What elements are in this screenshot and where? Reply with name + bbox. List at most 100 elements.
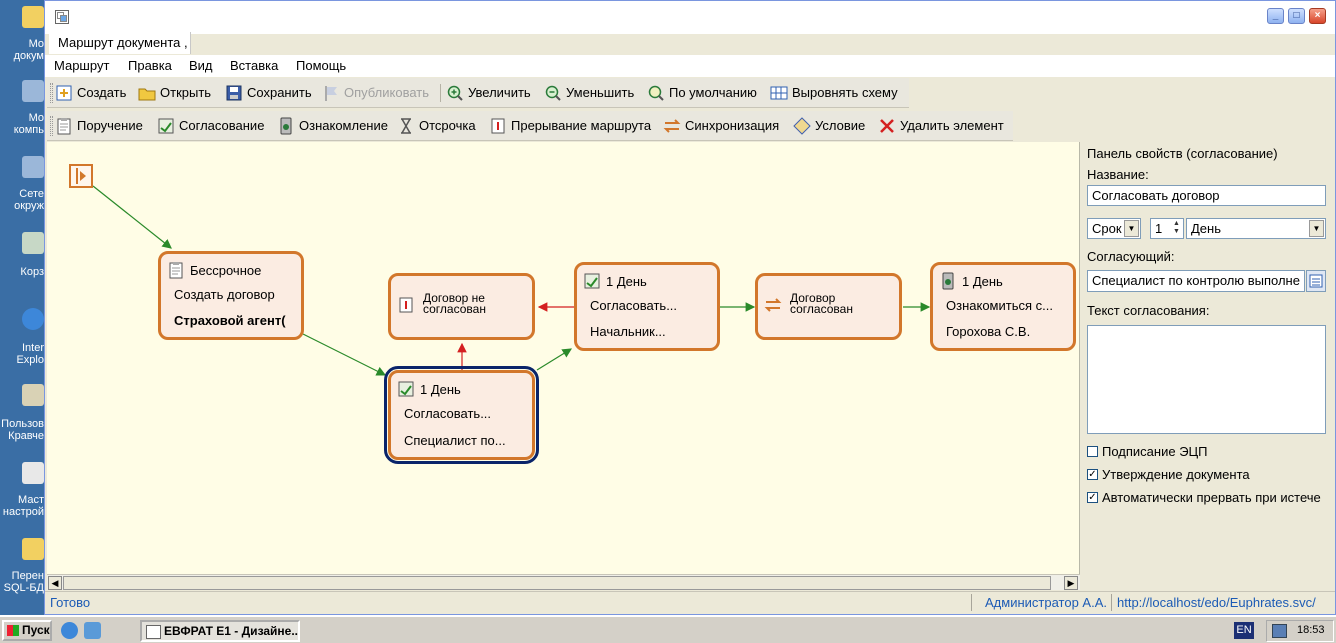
delete-element-button[interactable]: Удалить элемент xyxy=(878,116,1004,136)
edge-start-to-task xyxy=(92,185,172,249)
scroll-left-button[interactable]: ◀ xyxy=(48,576,62,590)
status-separator xyxy=(1111,594,1112,611)
zoom-out-button[interactable]: Уменьшить xyxy=(544,83,634,103)
menu-help[interactable]: Помощь xyxy=(296,58,347,73)
spinner-arrows-icon[interactable]: ▲▼ xyxy=(1173,220,1180,235)
toolbar-grip[interactable] xyxy=(50,116,53,136)
checkbox-checked[interactable]: ✓ xyxy=(1087,492,1098,504)
app-window: _ □ × Маршрут документа , Маршрут Правка… xyxy=(44,0,1336,615)
zoom-in-button[interactable]: Увеличить xyxy=(446,83,531,103)
folder-icon xyxy=(22,6,44,28)
node-agreed[interactable]: Договор согласован xyxy=(755,273,902,340)
menu-insert[interactable]: Вставка xyxy=(230,58,279,73)
toolbar-elements: Поручение Согласование Ознакомление Отср… xyxy=(47,111,1013,141)
desktop-icon-label: Маст настрой xyxy=(2,494,44,518)
align-scheme-label: Выровнять схему xyxy=(792,85,898,100)
node-approval-1[interactable]: 1 День Согласовать... Специалист по... xyxy=(384,366,539,464)
start-button[interactable]: Пуск xyxy=(2,620,52,641)
toolbar-main: Создать Открыть Сохранить Опубликовать У… xyxy=(47,78,909,108)
quick-launch-icon[interactable] xyxy=(84,622,101,639)
acquaintance-button[interactable]: Ознакомление xyxy=(277,116,388,136)
address-book-button[interactable] xyxy=(1306,270,1326,292)
checkbox-label: Автоматически прервать при истече xyxy=(1102,490,1321,505)
menu-view[interactable]: Вид xyxy=(189,58,213,73)
status-text: Готово xyxy=(50,595,91,610)
zoom-in-icon xyxy=(446,84,464,102)
save-button[interactable]: Сохранить xyxy=(225,83,312,103)
delay-button[interactable]: Отсрочка xyxy=(397,116,476,136)
align-scheme-button[interactable]: Выровнять схему xyxy=(770,83,898,103)
chevron-down-icon[interactable]: ▼ xyxy=(1124,220,1139,237)
assignment-button[interactable]: Поручение xyxy=(55,116,143,136)
node-task[interactable]: Бессрочное Создать договор Страховой аге… xyxy=(158,251,304,340)
taskbar-app-button[interactable]: ЕВФРАТ Е1 - Дизайне... xyxy=(140,620,300,642)
language-indicator[interactable]: EN xyxy=(1234,622,1254,639)
condition-button[interactable]: Условие xyxy=(793,116,865,136)
desktop-icon-label: Перен SQL-БД xyxy=(3,570,44,594)
sync-icon xyxy=(764,298,782,312)
publish-button[interactable]: Опубликовать xyxy=(322,83,429,103)
app-icon xyxy=(55,10,69,24)
node-label: Договор не согласован xyxy=(423,291,486,316)
checkbox-digital-signature[interactable]: Подписание ЭЦП xyxy=(1087,444,1208,459)
node-not-agreed[interactable]: Договор не согласован xyxy=(388,273,535,340)
zoom-in-label: Увеличить xyxy=(468,85,531,100)
checkbox-checked[interactable]: ✓ xyxy=(1087,469,1098,481)
approver-field[interactable]: Специалист по контролю выполне xyxy=(1087,270,1305,292)
menu-route[interactable]: Маршрут xyxy=(54,58,110,73)
desktop-icon-label: Пользов Кравче xyxy=(1,418,44,442)
chevron-down-icon[interactable]: ▼ xyxy=(1309,220,1324,237)
term-unit-select[interactable]: День ▼ xyxy=(1186,218,1326,239)
zoom-default-button[interactable]: По умолчанию xyxy=(647,83,757,103)
name-field[interactable]: Согласовать договор xyxy=(1087,185,1326,206)
interrupt-route-button[interactable]: Прерывание маршрута xyxy=(489,116,651,136)
open-button[interactable]: Открыть xyxy=(138,83,211,103)
node-title: Согласовать... xyxy=(590,298,678,313)
tab-route-document[interactable]: Маршрут документа , xyxy=(49,32,191,54)
horizontal-scrollbar[interactable]: ◀ ▶ xyxy=(47,574,1080,590)
maximize-button[interactable]: □ xyxy=(1288,8,1305,24)
align-icon xyxy=(770,84,788,102)
internet-explorer-icon[interactable] xyxy=(61,622,78,639)
checkbox-label: Подписание ЭЦП xyxy=(1102,444,1208,459)
condition-label: Условие xyxy=(815,118,866,133)
close-button[interactable]: × xyxy=(1309,8,1326,24)
zoom-default-icon xyxy=(647,84,665,102)
save-label: Сохранить xyxy=(247,85,312,100)
checkbox-auto-interrupt[interactable]: ✓ Автоматически прервать при истече xyxy=(1087,490,1335,505)
acquaintance-label: Ознакомление xyxy=(299,118,388,133)
approval-icon xyxy=(157,117,175,135)
node-performer: Горохова С.В. xyxy=(946,324,1031,339)
node-term: 1 День xyxy=(606,274,647,289)
delete-icon xyxy=(878,117,896,135)
approval-icon xyxy=(398,381,414,397)
node-term: Бессрочное xyxy=(190,263,262,278)
approval-button[interactable]: Согласование xyxy=(157,116,264,136)
create-button[interactable]: Создать xyxy=(55,83,126,103)
node-acquaintance[interactable]: 1 День Ознакомиться с... Горохова С.В. xyxy=(930,262,1076,351)
scroll-thumb[interactable] xyxy=(63,576,1051,590)
sync-button[interactable]: Синхронизация xyxy=(663,116,779,136)
approver-value: Специалист по контролю выполне xyxy=(1092,273,1300,288)
menu-edit[interactable]: Правка xyxy=(128,58,172,73)
term-count-spinner[interactable]: 1 ▲▼ xyxy=(1150,218,1184,239)
toolbar-grip[interactable] xyxy=(50,83,53,103)
scroll-right-button[interactable]: ▶ xyxy=(1064,576,1078,590)
route-diagram-canvas[interactable]: Бессрочное Создать договор Страховой аге… xyxy=(47,142,1080,574)
title-bar[interactable]: _ □ × xyxy=(45,1,1335,34)
checkbox-empty[interactable] xyxy=(1087,446,1098,458)
edge-task-to-approval1 xyxy=(302,333,387,376)
network-tray-icon[interactable] xyxy=(1272,624,1287,638)
taskbar: Пуск ЕВФРАТ Е1 - Дизайне... EN 18:53 xyxy=(0,615,1336,643)
new-icon xyxy=(55,84,73,102)
name-value: Согласовать договор xyxy=(1092,188,1220,203)
node-performer: Страховой агент( xyxy=(174,313,286,328)
network-icon xyxy=(22,156,44,178)
start-node[interactable] xyxy=(69,164,93,188)
minimize-button[interactable]: _ xyxy=(1267,8,1284,24)
node-approval-2[interactable]: 1 День Согласовать... Начальник... xyxy=(574,262,720,351)
approval-text-area[interactable] xyxy=(1087,325,1326,434)
term-select[interactable]: Срок ▼ xyxy=(1087,218,1141,239)
status-url[interactable]: http://localhost/edo/Euphrates.svc/ xyxy=(1117,595,1316,610)
checkbox-document-approval[interactable]: ✓Утверждение документа xyxy=(1087,467,1250,482)
